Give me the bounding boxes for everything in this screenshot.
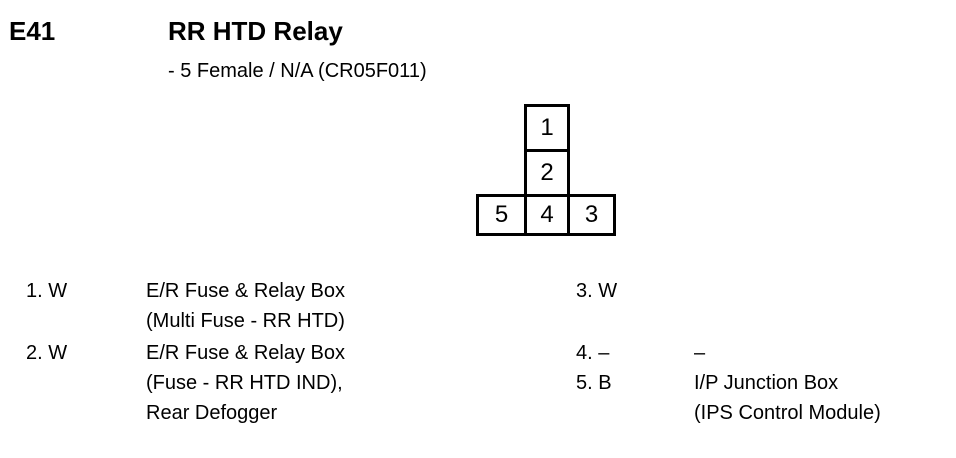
pin-destination-line: Rear Defogger — [146, 402, 278, 424]
pin-destination-line: E/R Fuse & Relay Box — [146, 280, 345, 302]
pin-destination-line: (Multi Fuse - RR HTD) — [146, 310, 345, 332]
pin-destination-line: – — [694, 342, 706, 364]
connector-code: E41 — [9, 16, 56, 46]
pin-label: 5. B — [576, 372, 612, 394]
pin-destination-line: I/P Junction Box — [694, 372, 839, 394]
pin-cell-2: 2 — [524, 149, 570, 197]
connector-pin-diagram: 1 2 5 4 3 — [476, 104, 616, 236]
pin-destination-line: E/R Fuse & Relay Box — [146, 342, 345, 364]
connector-spec: - 5 Female / N/A (CR05F011) — [168, 60, 427, 82]
pin-cell-4: 4 — [524, 194, 570, 236]
pin-destination-line: (IPS Control Module) — [694, 402, 881, 424]
pin-label: 2. W — [26, 342, 68, 364]
pin-label: 4. – — [576, 342, 610, 364]
pin-label: 1. W — [26, 280, 68, 302]
pin-cell-5: 5 — [476, 194, 527, 236]
pin-label: 3. W — [576, 280, 618, 302]
pin-cell-3: 3 — [567, 194, 616, 236]
connector-title: RR HTD Relay — [168, 16, 343, 46]
pin-destination-line: (Fuse - RR HTD IND), — [146, 372, 343, 394]
pin-cell-1: 1 — [524, 104, 570, 152]
